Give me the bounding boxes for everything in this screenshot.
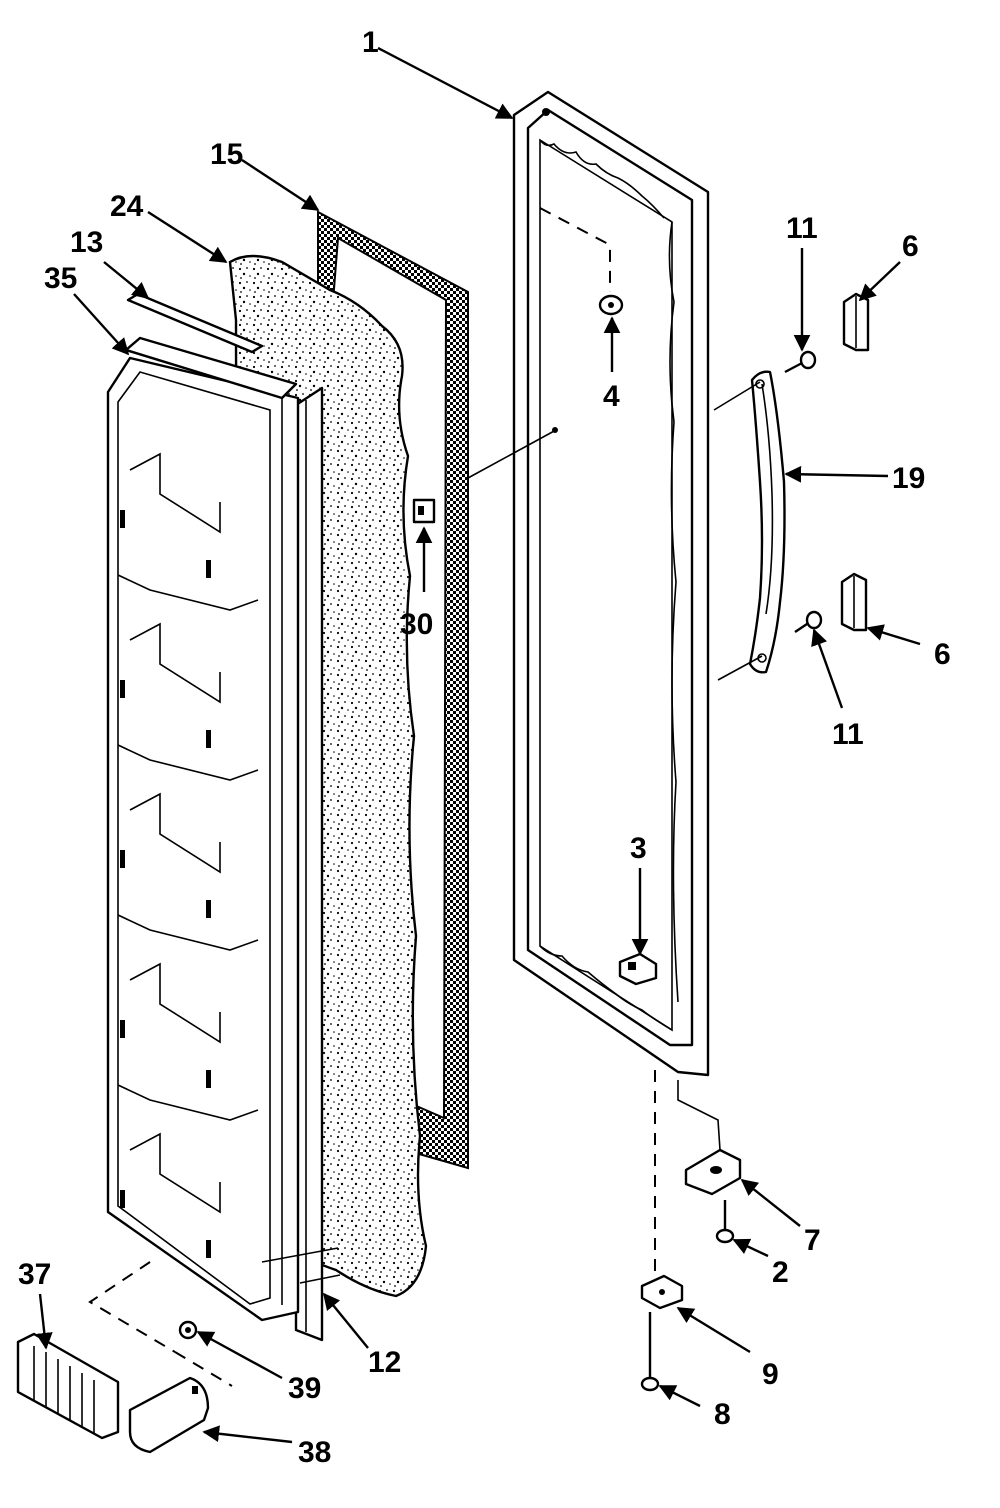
callout-6-upper: 6 [902, 230, 919, 263]
callout-11-lower: 11 [832, 718, 864, 751]
callout-35: 35 [44, 262, 77, 295]
callout-38: 38 [298, 1436, 331, 1469]
outer-door-panel [512, 90, 710, 1077]
callout-19: 19 [892, 462, 925, 495]
screw-11-lower [794, 610, 823, 633]
bolt-4 [539, 207, 624, 316]
callout-labels: 1 15 24 13 35 4 30 3 11 6 19 6 11 7 2 9 … [18, 26, 951, 1469]
callout-3: 3 [630, 832, 647, 865]
leader-arrows [35, 46, 921, 1444]
pin-8 [640, 1312, 660, 1392]
callout-15: 15 [210, 138, 243, 171]
grille-37 [16, 1332, 120, 1440]
callout-30: 30 [400, 608, 433, 641]
callout-37: 37 [18, 1258, 51, 1291]
hinge-7 [677, 1080, 742, 1196]
callout-2: 2 [772, 1256, 789, 1289]
callout-7: 7 [804, 1224, 821, 1257]
cap-6-upper [842, 292, 870, 352]
clip-30 [412, 498, 436, 524]
screw-2 [715, 1200, 735, 1244]
cap-6-lower [840, 572, 868, 632]
callout-13: 13 [70, 226, 103, 259]
callout-1: 1 [362, 26, 379, 59]
callout-4: 4 [603, 380, 620, 413]
door-handle [748, 370, 786, 674]
callout-24: 24 [110, 190, 144, 223]
callout-6-lower: 6 [934, 638, 951, 671]
callout-9: 9 [762, 1358, 779, 1391]
cover-38 [128, 1376, 210, 1454]
callout-8: 8 [714, 1398, 731, 1431]
screw-11-upper [784, 350, 817, 374]
inner-door-liner [106, 336, 300, 1322]
callout-39: 39 [288, 1372, 321, 1405]
bushing-9 [640, 1070, 684, 1310]
assembly-lines [88, 381, 763, 1387]
screw-39 [178, 1320, 198, 1340]
callout-11-upper: 11 [786, 212, 818, 245]
callout-12: 12 [368, 1346, 401, 1379]
trim-strip [294, 386, 324, 1342]
